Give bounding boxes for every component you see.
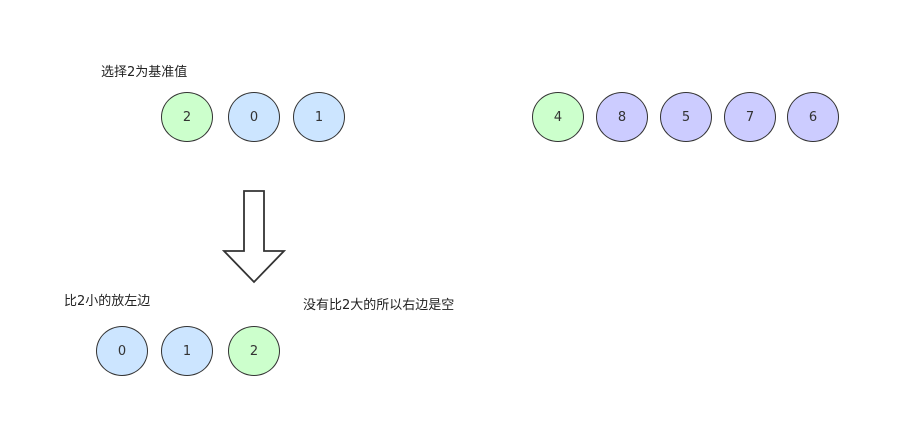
node: 1 <box>293 92 345 142</box>
down-arrow-icon <box>222 190 287 284</box>
node: 5 <box>660 92 712 142</box>
node: 0 <box>228 92 280 142</box>
node: 0 <box>96 326 148 376</box>
node: 1 <box>161 326 213 376</box>
right-empty-label: 没有比2大的所以右边是空 <box>303 298 455 313</box>
node: 8 <box>596 92 648 142</box>
node-pivot: 2 <box>228 326 280 376</box>
node: 6 <box>787 92 839 142</box>
node-pivot: 2 <box>161 92 213 142</box>
select-pivot-label: 选择2为基准值 <box>101 65 188 80</box>
smaller-left-label: 比2小的放左边 <box>64 294 151 309</box>
node-pivot: 4 <box>532 92 584 142</box>
node: 7 <box>724 92 776 142</box>
